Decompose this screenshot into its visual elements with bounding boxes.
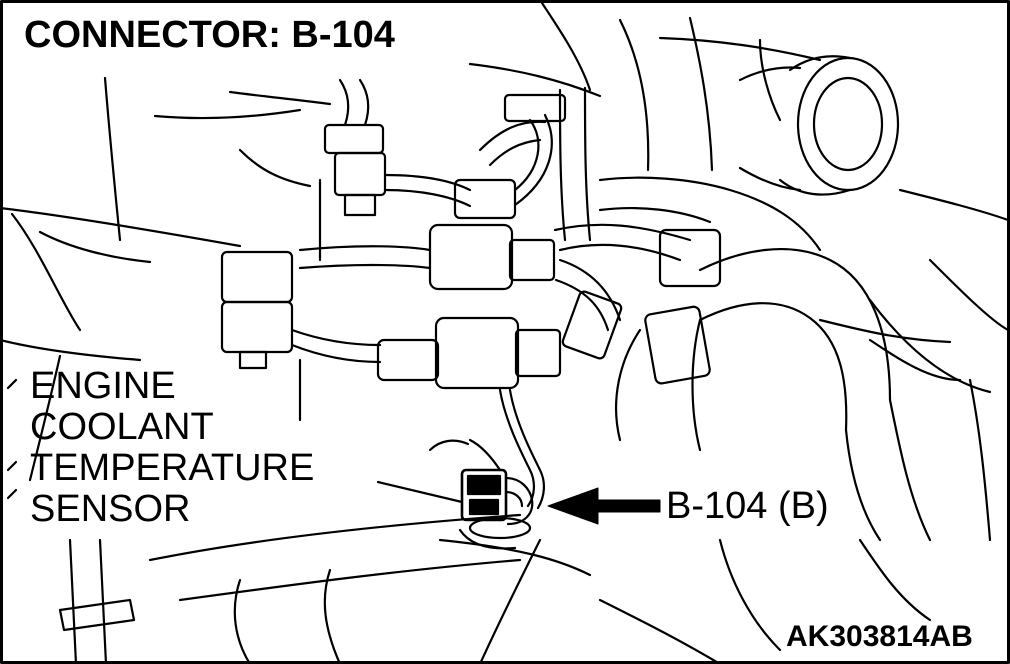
wire-harness [220,78,722,422]
intake-pipe [738,55,900,196]
callout-line-2: COOLANT [30,406,214,448]
connector-label: B-104 (B) [662,487,833,525]
callout-line-4: SENSOR [30,488,191,530]
component-callout-label: ENGINE COOLANT TEMPERATURE SENSOR [30,366,314,530]
figure-code: AK303814AB [782,622,977,652]
callout-line-3: TEMPERATURE [30,447,315,489]
callout-tick-marks [6,378,18,500]
callout-line-1: ENGINE [30,365,176,407]
callout-leader-line [376,480,464,504]
coolant-temperature-sensor [428,388,545,550]
connector-arrow-icon [547,487,661,525]
hoses [558,86,962,542]
connector-title: CONNECTOR: B-104 [20,14,401,58]
